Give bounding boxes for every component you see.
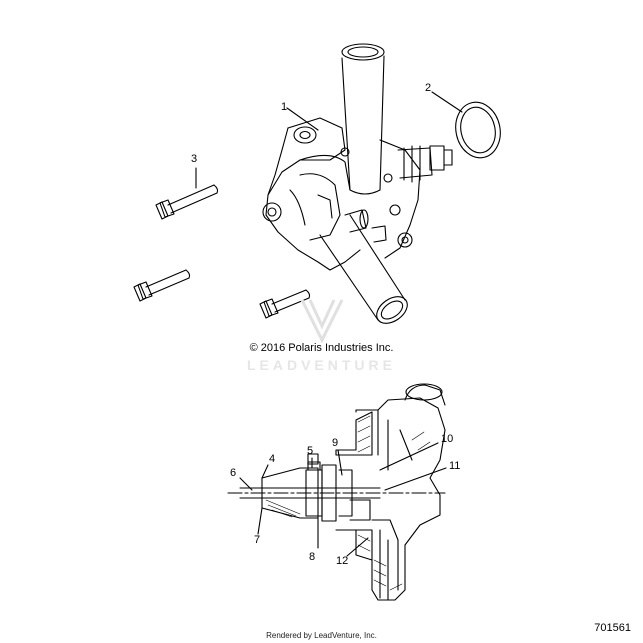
callout-6: 6 bbox=[230, 467, 237, 479]
leadventure-logo-icon bbox=[300, 299, 344, 344]
callout-11: 11 bbox=[449, 460, 461, 472]
water-pump-housing bbox=[262, 43, 453, 324]
callout-10: 10 bbox=[441, 433, 454, 445]
bolt-middle bbox=[133, 269, 191, 302]
copyright-notice: © 2016 Polaris Industries Inc. bbox=[249, 342, 394, 354]
callout-9: 9 bbox=[332, 437, 339, 449]
bolt-lower bbox=[259, 289, 311, 319]
callout-5: 5 bbox=[307, 445, 314, 457]
cross-section-view bbox=[227, 383, 446, 601]
watermark-text: LEADVENTURE bbox=[246, 357, 396, 373]
callout-3: 3 bbox=[191, 153, 198, 165]
callout-7: 7 bbox=[254, 534, 261, 546]
callout-8: 8 bbox=[309, 551, 316, 563]
callout-1: 1 bbox=[281, 101, 288, 113]
o-ring-seal bbox=[455, 101, 501, 159]
footer-credit: Rendered by LeadVenture, Inc. bbox=[266, 631, 377, 640]
callout-2: 2 bbox=[425, 82, 432, 94]
callout-12: 12 bbox=[336, 555, 349, 567]
bolt-upper bbox=[155, 184, 219, 220]
callout-4: 4 bbox=[269, 453, 276, 465]
diagram-number: 701561 bbox=[594, 622, 631, 634]
